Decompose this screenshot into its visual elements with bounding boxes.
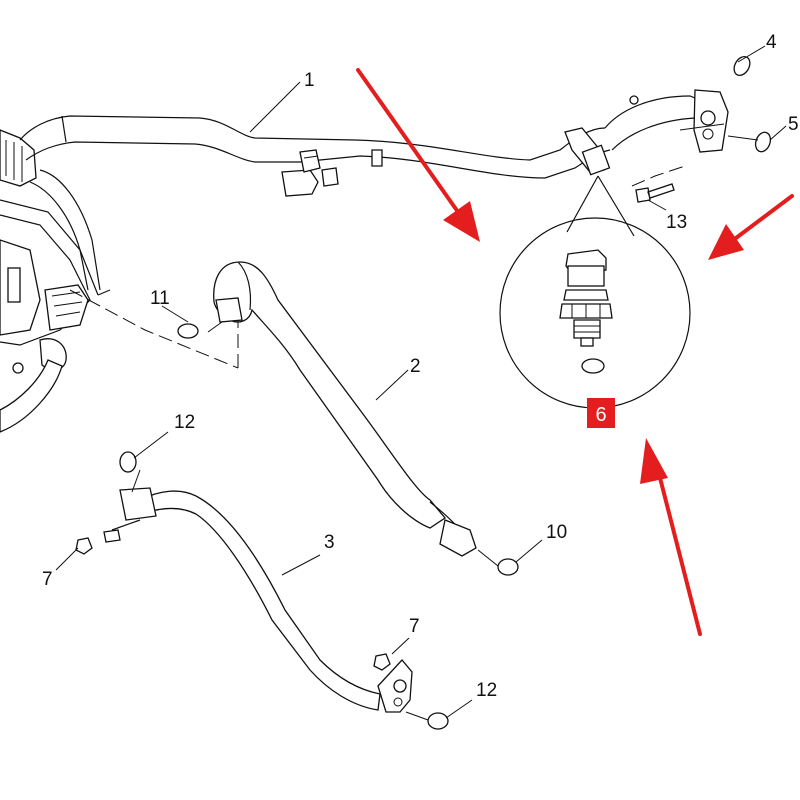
o-ring-11 (177, 323, 199, 339)
callout-3: 3 (324, 532, 335, 553)
o-ring-10 (497, 558, 519, 576)
callout-12b: 12 (476, 680, 497, 701)
reference-lines (69, 165, 686, 369)
callout-2: 2 (410, 356, 421, 377)
arrow-top (356, 68, 480, 242)
small-parts (75, 56, 772, 730)
hose-1 (19, 89, 729, 291)
pointer-arrows (356, 68, 794, 636)
callout-13: 13 (666, 212, 687, 233)
o-ring-12a (119, 451, 137, 473)
nut-7a (75, 537, 93, 555)
detail-view (499, 175, 691, 409)
o-ring-12b (427, 712, 449, 730)
bolt-13 (635, 183, 675, 203)
callout-1: 1 (304, 70, 315, 91)
callout-5: 5 (788, 114, 799, 135)
o-ring-6 (581, 358, 605, 374)
callout-11: 11 (150, 288, 170, 309)
nut-7b (373, 653, 391, 671)
callout-7a: 7 (42, 569, 53, 590)
callout-6: 6 (595, 404, 606, 426)
arrow-bottom (640, 438, 702, 636)
hose-3 (103, 487, 413, 713)
arrow-right (708, 194, 794, 260)
o-ring-4 (733, 56, 751, 76)
o-ring-5 (754, 131, 772, 153)
callout-10: 10 (546, 522, 567, 543)
left-assembly (0, 129, 99, 433)
hose-2 (213, 261, 477, 557)
callout-7b: 7 (409, 616, 420, 637)
callout-4: 4 (766, 32, 777, 53)
callout-6-highlight: 6 (587, 398, 615, 428)
pressure-switch (559, 249, 613, 347)
callouts: 1 2 3 4 5 7 7 10 11 12 12 13 6 (42, 32, 799, 701)
leader-lines (55, 45, 787, 721)
callout-12a: 12 (174, 412, 195, 433)
